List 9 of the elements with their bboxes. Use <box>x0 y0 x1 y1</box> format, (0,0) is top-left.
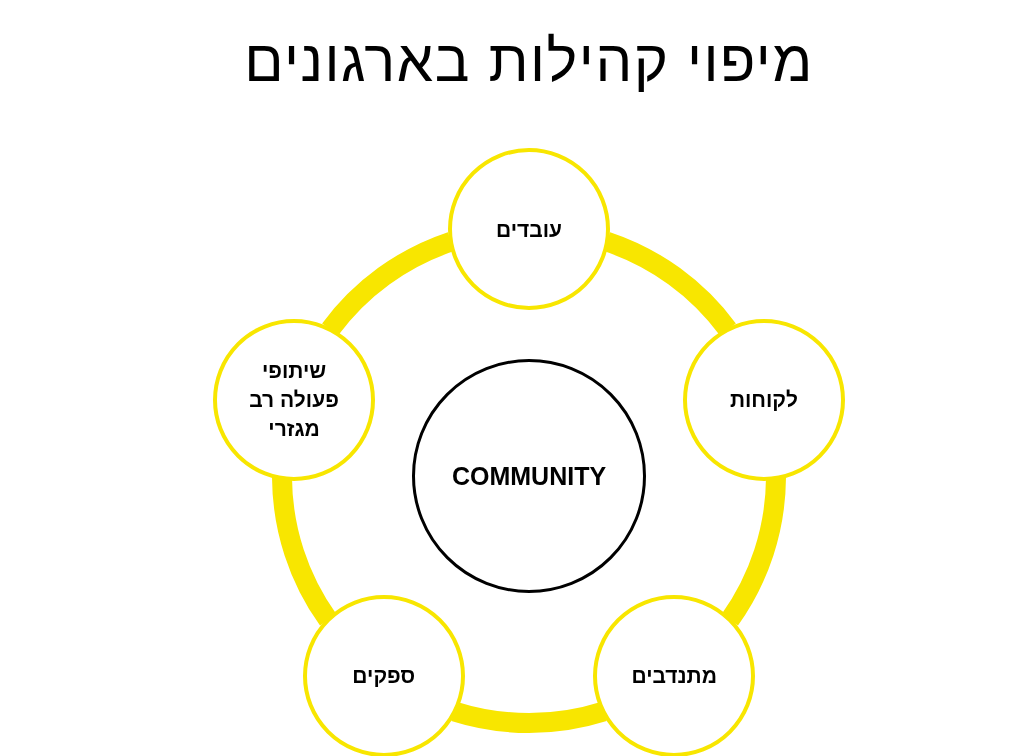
circle-label: שיתופי פעולה רב מגזרי <box>248 358 340 443</box>
circle-label: COMMUNITY <box>451 461 607 491</box>
circle-label: עובדים <box>496 216 562 243</box>
ring-arc <box>451 701 607 733</box>
circle-label: ספקים <box>352 663 416 690</box>
circle-label: מתנדבים <box>631 663 717 690</box>
title: מיפוי קהילות בארגונים <box>244 28 814 94</box>
ring-arc <box>721 477 786 626</box>
circle-label: לקוחות <box>729 387 798 414</box>
